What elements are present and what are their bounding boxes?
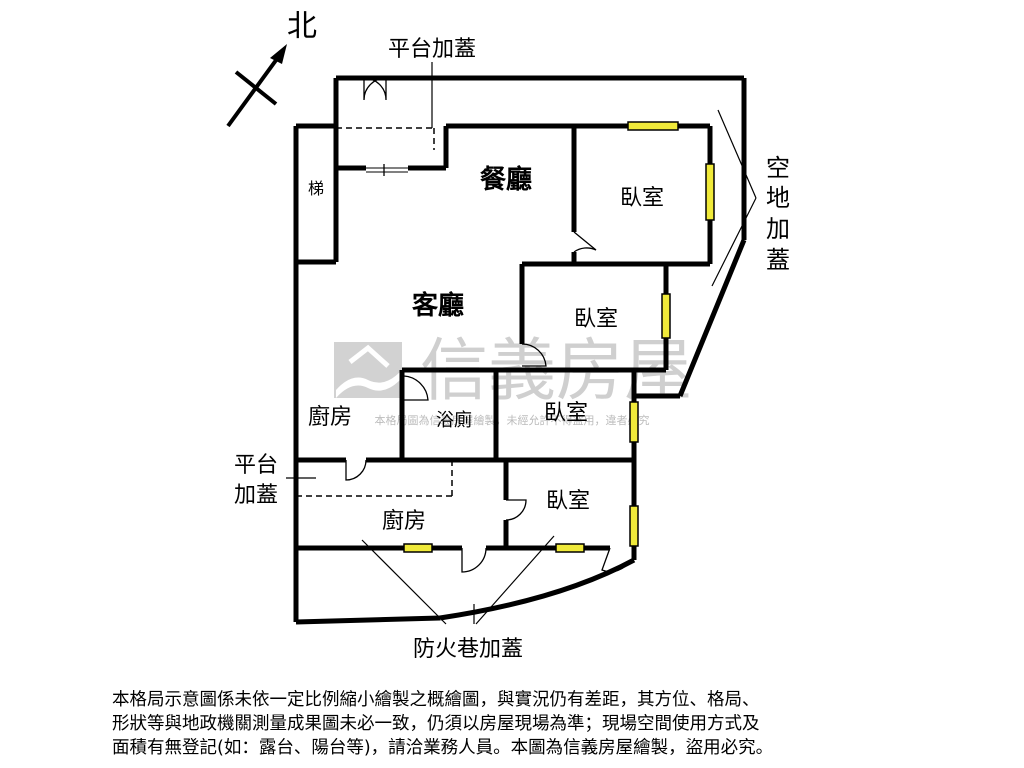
dashed-lines [296,127,453,497]
north-arrow-icon [226,44,287,128]
label-bedroom-2: 臥室 [574,307,618,332]
label-bedroom-4: 臥室 [546,489,590,514]
floor-plan: 北 信義房屋 本格局圖為信義房屋繪製，未經允許不得盜用，違者必究 [226,9,790,662]
svg-text:地: 地 [766,184,790,212]
label-bathroom: 浴廁 [436,409,472,431]
disclaimer-line-2: 形狀等與地政機關測量成果圖未必一致，仍須以房屋現場為準；現場空間使用方式及 [112,714,760,734]
north-label: 北 [287,9,317,44]
label-fire-lane: 防火巷加蓋 [413,637,523,662]
watermark-notice: 本格局圖為信義房屋繪製，未經允許不得盜用，違者必究 [375,413,650,427]
walls [293,75,747,625]
window-icons [403,121,715,553]
watermark-logo-icon [334,342,402,398]
svg-text:蓋: 蓋 [766,246,790,274]
label-platform-left-2: 加蓋 [234,483,278,508]
label-platform-top: 平台加蓋 [388,37,476,62]
leader-lines [286,62,757,625]
label-platform-left-1: 平台 [234,453,278,478]
disclaimer-line-3: 面積有無登記(如：露台、陽台等)，請洽業務人員。本圖為信義房屋繪製，盜用必究。 [112,738,774,758]
label-open-space: 空 地 加 蓋 [766,154,790,274]
disclaimer-line-1: 本格局示意圖係未依一定比例縮小繪製之概繪圖，與實況仍有差距，其方位、格局、 [112,690,760,710]
label-bedroom-3: 臥室 [544,401,588,426]
label-dining: 餐廳 [480,164,532,195]
label-bedroom-1: 臥室 [620,186,664,211]
label-kitchen-1: 廚房 [308,405,352,430]
label-living: 客廳 [412,290,464,321]
svg-text:加: 加 [766,215,790,243]
label-kitchen-2: 廚房 [382,509,426,534]
svg-text:空: 空 [766,154,790,182]
door-icons [345,77,631,573]
disclaimer: 本格局示意圖係未依一定比例縮小繪製之概繪圖，與實況仍有差距，其方位、格局、 形狀… [112,688,912,760]
label-stairs: 梯 [308,179,324,198]
